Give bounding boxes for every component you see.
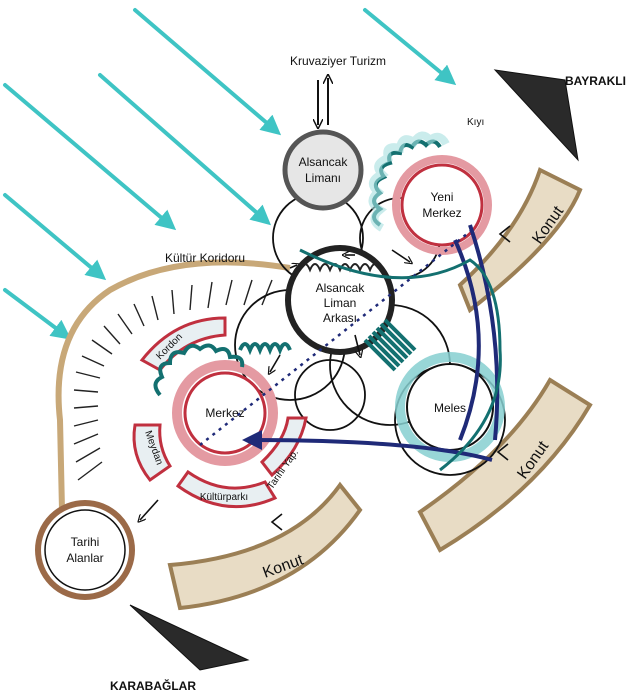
kruvaziyer-label: Kruvaziyer Turizm [290, 54, 386, 68]
konut-band-s [170, 485, 360, 608]
bayrakli-label: BAYRAKLI [565, 74, 626, 88]
kordon-wave-spring [240, 344, 290, 350]
yeni-merkez-circle [402, 165, 482, 245]
tarihi-alanlar-label-2: Alanlar [66, 551, 103, 565]
liman-arkasi-label-3: Arkası [323, 311, 357, 325]
alsancak-limani-label-1: Alsancak [299, 155, 349, 169]
karabaglar-direction-triangle [130, 605, 248, 670]
alsancak-limani-label-2: Limanı [305, 171, 341, 185]
kulturparki-label: Kültürparkı [200, 492, 248, 503]
kultur-koridoru-label: Kültür Koridoru [165, 251, 245, 265]
merkez-label: Merkez [205, 406, 244, 420]
yeni-merkez-label-2: Merkez [422, 206, 461, 220]
meles-label: Meles [434, 401, 466, 415]
kiyi-label: Kıyı [467, 117, 484, 128]
alsancak-limani-circle [285, 132, 361, 208]
tarihi-alanlar-label-1: Tarihi [71, 535, 100, 549]
liman-arkasi-label-2: Liman [324, 296, 357, 310]
karabaglar-label: KARABAĞLAR [110, 678, 196, 693]
yeni-merkez-label-1: Yeni [431, 190, 454, 204]
tarihi-alanlar-circle [45, 510, 125, 590]
liman-arkasi-label-1: Alsancak [316, 281, 366, 295]
